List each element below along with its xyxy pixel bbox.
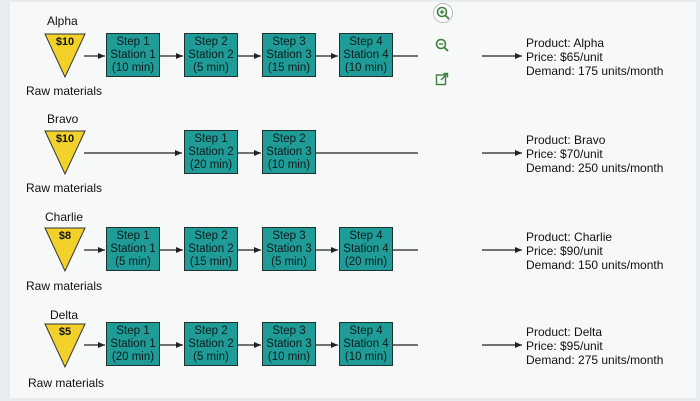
raw-material-price-charlie: $8 (58, 230, 72, 242)
step-label: Step 2 (194, 35, 228, 48)
raw-material-price-bravo: $10 (55, 133, 75, 145)
info-product: Product: Bravo (526, 133, 606, 147)
time-label: (10 min) (267, 350, 311, 363)
step-label: Step 1 (116, 324, 150, 337)
info-demand: Demand: 175 units/month (526, 64, 664, 78)
step-box-alpha-4: Step 4 Station 4 (10 min) (339, 33, 393, 77)
step-box-bravo-2: Step 2 Station 3 (10 min) (262, 130, 316, 174)
step-label: Step 4 (349, 35, 383, 48)
product-name-charlie: Charlie (45, 210, 84, 224)
station-label: Station 2 (188, 337, 234, 350)
station-label: Station 4 (343, 242, 389, 255)
station-label: Station 3 (266, 48, 312, 61)
product-info-alpha: Product: Alpha Price: $65/unit Demand: 1… (526, 36, 663, 78)
time-label: (20 min) (344, 255, 388, 268)
step-box-delta-3: Step 3 Station 3 (10 min) (262, 322, 316, 366)
step-box-charlie-4: Step 4 Station 4 (20 min) (339, 227, 393, 271)
zoom-in-icon[interactable] (433, 3, 453, 23)
info-product: Product: Charlie (526, 230, 613, 244)
step-label: Step 4 (349, 324, 383, 337)
station-label: Station 3 (266, 337, 312, 350)
step-box-charlie-3: Step 3 Station 3 (5 min) (262, 227, 316, 271)
step-label: Step 1 (116, 229, 150, 242)
step-label: Step 3 (272, 35, 306, 48)
info-price: Price: $90/unit (526, 244, 603, 258)
station-label: Station 4 (343, 48, 389, 61)
time-label: (10 min) (344, 350, 388, 363)
step-label: Step 2 (272, 132, 306, 145)
product-info-delta: Product: Delta Price: $95/unit Demand: 2… (526, 325, 663, 367)
step-box-delta-4: Step 4 Station 4 (10 min) (339, 322, 393, 366)
step-box-delta-1: Step 1 Station 1 (20 min) (106, 322, 160, 366)
info-price: Price: $70/unit (526, 147, 603, 161)
step-box-alpha-1: Step 1 Station 1 (10 min) (106, 33, 160, 77)
step-box-charlie-2: Step 2 Station 2 (15 min) (184, 227, 238, 271)
step-label: Step 1 (194, 132, 228, 145)
raw-materials-label-alpha: Raw materials (26, 84, 103, 98)
raw-materials-label-charlie: Raw materials (26, 279, 103, 293)
time-label: (20 min) (189, 158, 233, 171)
raw-materials-label-delta: Raw materials (28, 376, 105, 390)
time-label: (20 min) (111, 350, 155, 363)
info-demand: Demand: 275 units/month (526, 353, 664, 367)
station-label: Station 1 (110, 48, 156, 61)
product-name-alpha: Alpha (47, 14, 78, 28)
raw-material-triangle-bravo: $10 (44, 130, 86, 176)
step-box-alpha-2: Step 2 Station 2 (5 min) (184, 33, 238, 77)
station-label: Station 2 (188, 48, 234, 61)
step-label: Step 2 (194, 324, 228, 337)
product-name-bravo: Bravo (47, 112, 79, 126)
info-product: Product: Alpha (526, 36, 605, 50)
station-label: Station 3 (266, 242, 312, 255)
time-label: (10 min) (111, 61, 155, 74)
station-label: Station 2 (188, 242, 234, 255)
raw-material-price-alpha: $10 (55, 36, 75, 48)
station-label: Station 2 (188, 145, 234, 158)
raw-materials-label-bravo: Raw materials (26, 181, 103, 195)
time-label: (5 min) (271, 255, 307, 268)
step-label: Step 3 (272, 229, 306, 242)
step-label: Step 2 (194, 229, 228, 242)
step-label: Step 1 (116, 35, 150, 48)
step-label: Step 4 (349, 229, 383, 242)
time-label: (5 min) (115, 255, 151, 268)
product-info-bravo: Product: Bravo Price: $70/unit Demand: 2… (526, 133, 663, 175)
station-label: Station 4 (343, 337, 389, 350)
step-label: Step 3 (272, 324, 306, 337)
zoom-out-icon[interactable] (433, 36, 451, 54)
raw-material-triangle-alpha: $10 (44, 33, 86, 79)
station-label: Station 3 (266, 145, 312, 158)
raw-material-triangle-charlie: $8 (44, 227, 86, 273)
step-box-delta-2: Step 2 Station 2 (5 min) (184, 322, 238, 366)
time-label: (10 min) (267, 158, 311, 171)
step-box-bravo-1: Step 1 Station 2 (20 min) (184, 130, 238, 174)
info-demand: Demand: 250 units/month (526, 161, 664, 175)
info-price: Price: $95/unit (526, 339, 603, 353)
time-label: (5 min) (193, 61, 229, 74)
time-label: (10 min) (344, 61, 388, 74)
open-external-icon[interactable] (433, 70, 451, 88)
product-info-charlie: Product: Charlie Price: $90/unit Demand:… (526, 230, 663, 272)
raw-material-triangle-delta: $5 (44, 323, 86, 369)
time-label: (5 min) (193, 350, 229, 363)
info-product: Product: Delta (526, 325, 603, 339)
time-label: (15 min) (267, 61, 311, 74)
time-label: (15 min) (189, 255, 233, 268)
info-demand: Demand: 150 units/month (526, 258, 664, 272)
station-label: Station 1 (110, 337, 156, 350)
step-box-alpha-3: Step 3 Station 3 (15 min) (262, 33, 316, 77)
raw-material-price-delta: $5 (58, 326, 72, 338)
product-name-delta: Delta (50, 308, 79, 322)
station-label: Station 1 (110, 242, 156, 255)
step-box-charlie-1: Step 1 Station 1 (5 min) (106, 227, 160, 271)
info-price: Price: $65/unit (526, 50, 603, 64)
